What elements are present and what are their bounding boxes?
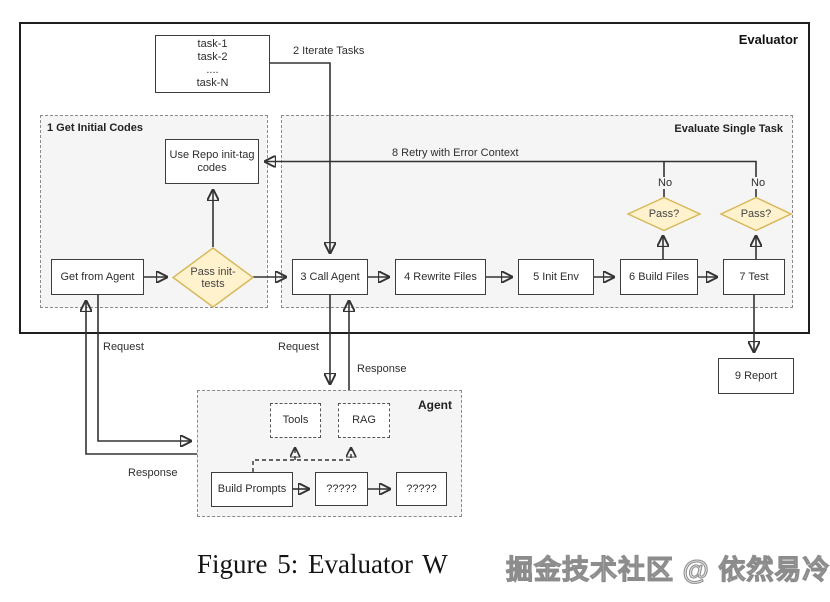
edge-label-retry-error-context: 8 Retry with Error Context — [392, 147, 519, 159]
node-build-prompts: Build Prompts — [211, 472, 293, 507]
node-task-list: task-1 task-2 .... task-N — [155, 35, 270, 93]
task-line-2: task-2 — [197, 51, 228, 63]
diamond-pass-q1-label: Pass? — [648, 208, 680, 220]
task-line-n: task-N — [196, 77, 229, 89]
node-test: 7 Test — [723, 259, 785, 295]
edge-label-response-left: Response — [128, 467, 178, 479]
edge-label-request-left: Request — [103, 341, 144, 353]
node-init-env: 5 Init Env — [518, 259, 594, 295]
figure-caption: Figure 5: Evaluator W — [197, 549, 448, 579]
node-rewrite-files: 4 Rewrite Files — [395, 259, 486, 295]
watermark-text: 掘金技术社区 @ 依然易冷 — [505, 555, 830, 586]
node-build-files: 6 Build Files — [620, 259, 698, 295]
node-report: 9 Report — [718, 358, 794, 394]
edge-label-no-1: No — [655, 177, 676, 189]
edge-label-iterate-tasks: 2 Iterate Tasks — [293, 45, 365, 57]
group-agent-label: Agent — [418, 398, 452, 412]
evaluator-label: Evaluator — [738, 32, 798, 47]
diamond-pass-q1: Pass? — [628, 197, 700, 231]
edge-label-no-2: No — [748, 177, 769, 189]
node-get-from-agent: Get from Agent — [51, 259, 144, 295]
diamond-pass-q2-label: Pass? — [740, 208, 772, 220]
task-line-1: task-1 — [197, 38, 228, 50]
node-tools: Tools — [270, 403, 321, 438]
diamond-pass-init-tests: Pass init-tests — [173, 248, 253, 307]
node-rag: RAG — [338, 403, 390, 438]
node-unknown-step-2: ????? — [396, 472, 447, 506]
diamond-pass-init-tests-label: Pass init-tests — [190, 265, 236, 290]
group-get-initial-codes-label: 1 Get Initial Codes — [47, 122, 143, 134]
diamond-pass-q2: Pass? — [721, 197, 791, 231]
node-use-repo-init-tag-codes: Use Repo init-tag codes — [165, 139, 259, 184]
edge-label-request-middle: Request — [278, 341, 319, 353]
edge-label-response-right: Response — [357, 363, 407, 375]
node-call-agent: 3 Call Agent — [292, 259, 368, 295]
node-unknown-step-1: ????? — [315, 472, 368, 506]
group-evaluate-single-task-label: Evaluate Single Task — [674, 123, 783, 135]
task-line-ellipsis: .... — [206, 64, 219, 76]
